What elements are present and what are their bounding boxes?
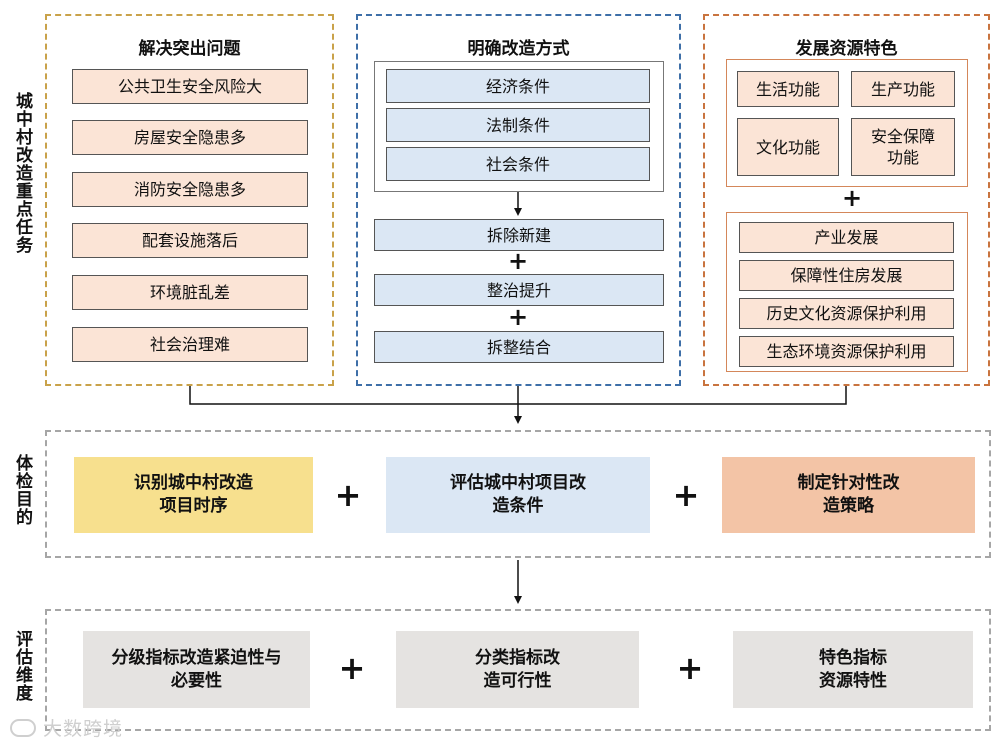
development-item: 生态环境资源保护利用 xyxy=(739,336,954,367)
functions-group xyxy=(726,59,968,187)
mode-item: 拆整结合 xyxy=(374,331,664,363)
condition-item: 法制条件 xyxy=(386,108,650,142)
purpose-box-sequence: 识别城中村改造项目时序 xyxy=(74,457,313,533)
methods-panel xyxy=(356,14,681,386)
development-item: 产业发展 xyxy=(739,222,954,253)
side-label-purpose: 体检目的 xyxy=(12,454,32,526)
dimensions-panel xyxy=(45,609,991,731)
mode-item: 拆除新建 xyxy=(374,219,664,251)
problem-item: 消防安全隐患多 xyxy=(72,172,308,207)
side-label-dimensions: 评估维度 xyxy=(12,630,32,702)
problem-item: 配套设施落后 xyxy=(72,223,308,258)
dimension-box-grading: 分级指标改造紧迫性与必要性 xyxy=(83,631,310,708)
problems-panel xyxy=(45,14,334,386)
development-item: 保障性住房发展 xyxy=(739,260,954,291)
problems-title: 解决突出问题 xyxy=(138,39,241,59)
plus-sign: + xyxy=(507,303,529,331)
dimension-box-feature: 特色指标资源特性 xyxy=(733,631,973,708)
problem-item: 公共卫生安全风险大 xyxy=(72,69,308,104)
function-item: 生产功能 xyxy=(851,71,955,107)
watermark-text: 大数跨境 xyxy=(43,718,124,740)
plus-sign: + xyxy=(334,476,362,514)
function-item: 安全保障功能 xyxy=(851,118,955,176)
purpose-box-strategy: 制定针对性改造策略 xyxy=(722,457,975,533)
plus-sign: + xyxy=(676,649,704,687)
methods-title: 明确改造方式 xyxy=(467,39,570,59)
conditions-group xyxy=(374,61,664,192)
resources-panel xyxy=(703,14,990,386)
plus-sign: + xyxy=(672,476,700,514)
plus-sign: + xyxy=(507,247,529,275)
condition-item: 经济条件 xyxy=(386,69,650,103)
mode-item: 整治提升 xyxy=(374,274,664,306)
purpose-box-conditions: 评估城中村项目改造条件 xyxy=(386,457,650,533)
purpose-panel xyxy=(45,430,991,558)
problem-item: 环境脏乱差 xyxy=(72,275,308,310)
developments-group xyxy=(726,212,968,372)
function-item: 文化功能 xyxy=(737,118,839,176)
condition-item: 社会条件 xyxy=(386,147,650,181)
dimension-box-classification: 分类指标改造可行性 xyxy=(396,631,639,708)
function-item: 生活功能 xyxy=(737,71,839,107)
problem-item: 房屋安全隐患多 xyxy=(72,120,308,155)
problem-item: 社会治理难 xyxy=(72,327,308,362)
resources-title: 发展资源特色 xyxy=(795,39,898,59)
plus-sign: + xyxy=(841,184,863,212)
watermark-logo-icon xyxy=(10,718,36,737)
side-label-tasks: 城中村改造重点任务 xyxy=(12,92,32,254)
watermark: 大数跨境 xyxy=(10,714,123,741)
plus-sign: + xyxy=(338,649,366,687)
development-item: 历史文化资源保护利用 xyxy=(739,298,954,329)
